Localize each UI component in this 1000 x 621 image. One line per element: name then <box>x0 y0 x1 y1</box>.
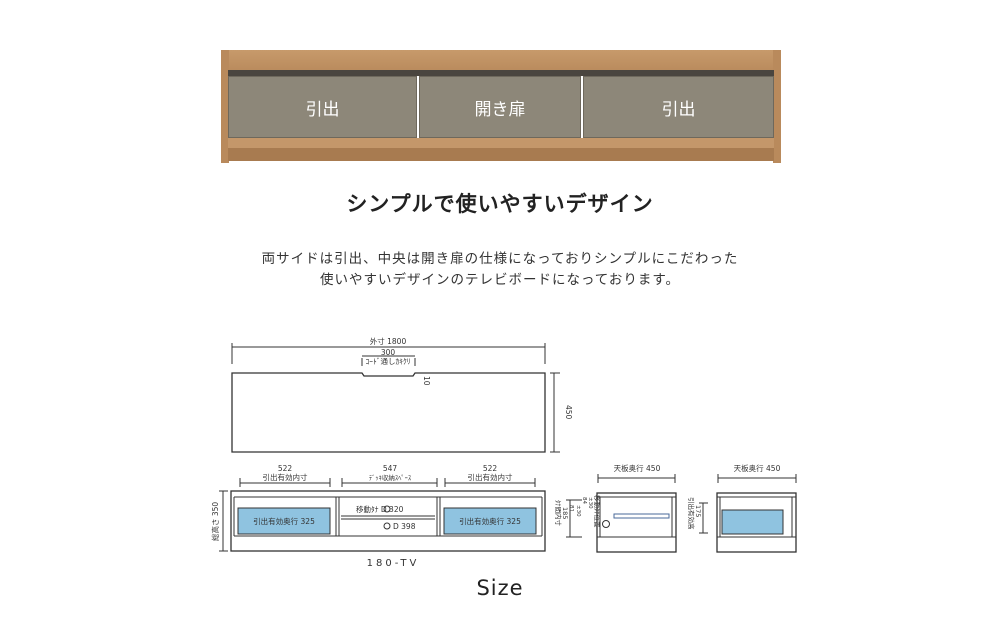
top-view-outline <box>231 372 546 453</box>
drawer-side-view-outline <box>716 492 797 553</box>
shelf-step-2: ±30 <box>587 497 593 509</box>
center-door-panel: 開き扉 <box>419 76 581 138</box>
description-line-2: 使いやすいデザインのテレビボードになっております。 <box>319 272 681 288</box>
shelf-position-2: 84 <box>581 497 587 504</box>
shadow-gap <box>228 70 774 76</box>
movable-shelf <box>613 513 670 519</box>
base-shelf <box>228 138 774 148</box>
drawer-height: 175 <box>694 505 702 517</box>
notch-label: ｺｰﾄﾞ通しｶｷｸﾘ <box>366 356 411 366</box>
front-view-outline <box>230 490 546 552</box>
section-heading: シンプルで使いやすいデザイン <box>346 192 654 216</box>
left-drawer-panel: 引出 <box>228 76 417 138</box>
model-name: 180-TV <box>367 558 420 569</box>
size-label: Size <box>476 576 524 600</box>
left-side-panel <box>221 50 229 163</box>
center-width: 547 <box>383 464 398 473</box>
left-drawer-fill <box>237 507 331 535</box>
right-width: 522 <box>483 464 498 473</box>
description-line-1: 両サイドは引出、中央は開き扉の仕様になっておりシンプルにこだわった <box>261 251 739 267</box>
side-view-outline <box>596 492 677 553</box>
left-drawer-label: 引出 <box>305 99 340 120</box>
shelf-inner-label: ﾀﾅ間内寸 <box>554 500 563 527</box>
left-drawer-depth: 引出有効奥行 325 <box>253 516 315 526</box>
side-depth-label: 天板奥行 450 <box>614 463 661 473</box>
total-height: 総高さ 350 <box>210 502 220 541</box>
right-drawer-label: 引出 <box>661 99 696 120</box>
plinth <box>228 148 774 161</box>
notch-depth: 10 <box>422 376 431 386</box>
drawer-height-label: 引出有効高 <box>687 497 696 530</box>
shelf-depth: 移動ﾀﾅ D 320 <box>356 504 404 514</box>
tv-stand-photo: 引出 開き扉 引出 <box>221 50 781 163</box>
right-drawer-panel: 引出 <box>583 76 774 138</box>
shelf-step-1: ±30 <box>575 505 581 517</box>
center-width-label: ﾃﾞｯｷ収納ｽﾍﾟｰｽ <box>369 473 412 482</box>
right-side-panel <box>773 50 781 163</box>
top-board <box>221 50 781 72</box>
drawer-side-depth-label: 天板奥行 450 <box>734 463 781 473</box>
side-drawer-fill <box>721 509 784 535</box>
right-drawer-depth: 引出有効奥行 325 <box>459 516 521 526</box>
right-width-label: 引出有効内寸 <box>468 472 513 482</box>
left-width-label: 引出有効内寸 <box>263 472 308 482</box>
right-drawer-fill <box>443 507 537 535</box>
shelf-inner-height: 185 <box>561 507 569 519</box>
notch-width: 300 <box>381 348 396 357</box>
depth-label: 450 <box>564 405 573 420</box>
center-door-label: 開き扉 <box>474 99 526 120</box>
left-width: 522 <box>278 464 293 473</box>
shelf-position-1: 81 <box>568 505 574 512</box>
width-label: 外寸 1800 <box>370 336 407 346</box>
inner-depth: D 398 <box>393 522 416 531</box>
